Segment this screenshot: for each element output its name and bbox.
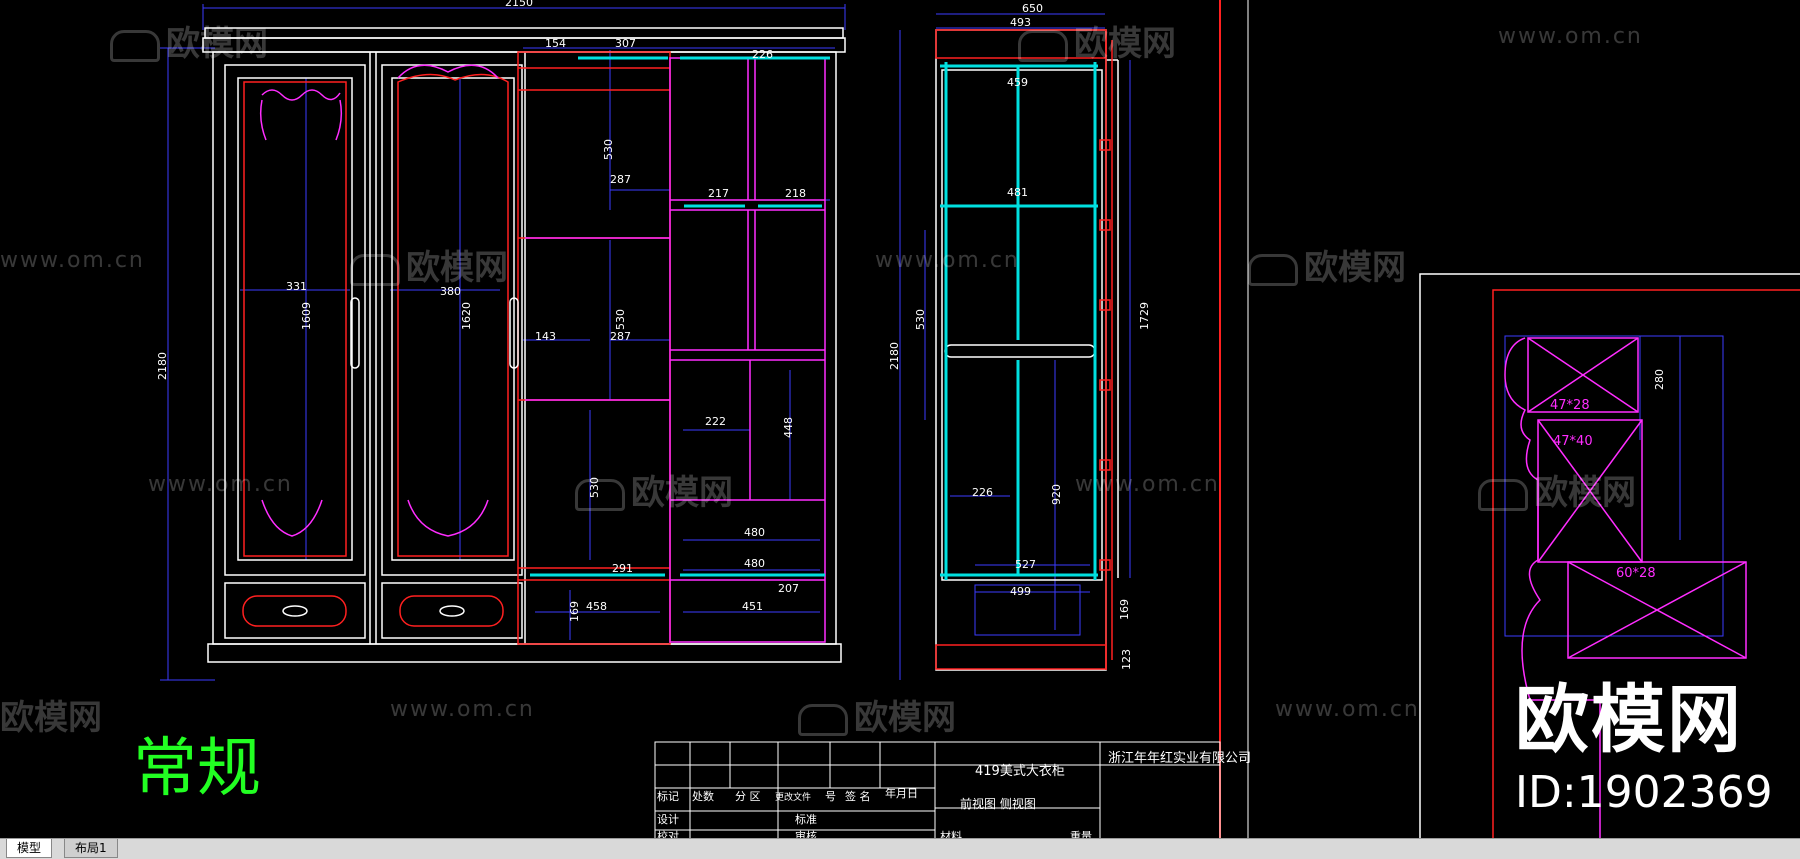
watermark-url: www.om.cn [390, 697, 535, 722]
watermark-url: www.om.cn [0, 248, 145, 273]
watermark-brand: 欧模网 [1248, 240, 1406, 289]
dim-1729: 1729 [1138, 302, 1151, 330]
tb-label-count: 处数 [692, 790, 714, 803]
dim-169b: 169 [1118, 599, 1131, 620]
tb-weight: 重量 [1070, 829, 1092, 838]
dim-530b: 530 [614, 309, 627, 330]
watermark-logo-icon [798, 703, 848, 736]
dim-493: 493 [1010, 16, 1031, 29]
dim-226: 226 [752, 48, 773, 61]
watermark-brand: 欧模网 [575, 465, 733, 514]
watermark-brand: 欧模网 [350, 240, 508, 289]
tb-review: 审核 [795, 829, 817, 838]
dim-280: 280 [1653, 369, 1666, 390]
dim-222: 222 [705, 415, 726, 428]
watermark-logo-icon [1248, 253, 1298, 286]
side-view: 650 493 459 481 226 527 499 2180 530 172… [888, 2, 1151, 680]
dim-123: 123 [1120, 649, 1133, 670]
layout-tab-bar: 模型 布局1 [0, 838, 1800, 859]
tb-views: 前视图 侧视图 [960, 796, 1036, 811]
tb-label-mark: 标记 [657, 789, 679, 803]
section-label-60x28: 60*28 [1616, 566, 1656, 581]
tb-material: 材料 [940, 829, 962, 838]
dim-451: 451 [742, 600, 763, 613]
watermark-brand: 欧模网 [110, 16, 268, 65]
watermark-brand: 欧模网 [798, 690, 956, 739]
dim-530c: 530 [588, 477, 601, 498]
brand-overlay: 欧模网 ID:1902369 [1515, 680, 1773, 820]
dim-217: 217 [708, 187, 729, 200]
tb-label-zone: 分 区 [735, 790, 761, 803]
dim-207: 207 [778, 582, 799, 595]
dim-291: 291 [612, 562, 633, 575]
watermark-url: www.om.cn [148, 472, 293, 497]
cad-drawing-canvas[interactable]: 2150 154 307 226 287 217 218 331 380 143… [0, 0, 1800, 838]
dim-front-total-width: 2150 [505, 0, 533, 9]
watermark-brand: 欧模网 [1018, 16, 1176, 65]
dim-287a: 287 [610, 173, 631, 186]
tb-label-sign: 签 名 [845, 789, 871, 803]
dim-480b: 480 [744, 557, 765, 570]
section-label-47x40: 47*40 [1553, 434, 1593, 449]
watermark-brand: 欧模网 [0, 698, 102, 738]
watermark-logo-icon [575, 478, 625, 511]
title-block: 标记 处数 分 区 更改文件 号 签 名 年月日 设计 标准 校对 审核 材料 … [654, 741, 1251, 838]
brand-name: 欧模网 [1515, 677, 1743, 763]
tb-label-no: 号 [825, 790, 836, 803]
watermark-logo-icon [1478, 478, 1528, 511]
dim-530a: 530 [602, 139, 615, 160]
dim-481: 481 [1007, 186, 1028, 199]
dim-1609: 1609 [300, 302, 313, 330]
detail-view: 47*28 47*40 60*28 280 [1419, 273, 1800, 838]
watermark-url: www.om.cn [1498, 24, 1643, 49]
dim-920: 920 [1050, 484, 1063, 505]
dim-1620: 1620 [460, 302, 473, 330]
watermark-brand: 欧模网 [1478, 465, 1636, 514]
cad-model-space[interactable]: 2150 154 307 226 287 217 218 331 380 143… [0, 0, 1800, 838]
watermark-logo-icon [350, 253, 400, 286]
tb-design: 设计 [657, 813, 679, 826]
dim-458: 458 [586, 600, 607, 613]
dim-307: 307 [615, 37, 636, 50]
brand-id: ID:1902369 [1515, 767, 1773, 818]
dim-530-side: 530 [914, 309, 927, 330]
watermark-url: www.om.cn [1275, 697, 1420, 722]
dim-front-total-height: 2180 [156, 352, 169, 380]
dim-side-width: 650 [1022, 2, 1043, 15]
dim-169a: 169 [568, 601, 581, 622]
dim-287b: 287 [610, 330, 631, 343]
watermark-url: www.om.cn [1075, 472, 1220, 497]
dim-154: 154 [545, 37, 566, 50]
dim-459: 459 [1007, 76, 1028, 89]
dim-218: 218 [785, 187, 806, 200]
front-view: 2150 154 307 226 287 217 218 331 380 143… [156, 0, 846, 681]
dim-448: 448 [782, 417, 795, 438]
tab-model[interactable]: 模型 [6, 839, 53, 858]
tab-layout1[interactable]: 布局1 [64, 839, 118, 858]
dim-527: 527 [1015, 558, 1036, 571]
tb-check: 校对 [657, 829, 679, 838]
tb-product-name: 419美式大衣柜 [975, 763, 1065, 779]
tb-label-change: 更改文件 [775, 791, 811, 803]
dim-480a: 480 [744, 526, 765, 539]
section-label-47x28: 47*28 [1550, 398, 1590, 413]
note-text: 常规 [133, 732, 261, 806]
dim-331: 331 [286, 280, 307, 293]
watermark-url: www.om.cn [875, 248, 1020, 273]
dim-499: 499 [1010, 585, 1031, 598]
dim-380: 380 [440, 285, 461, 298]
tb-label-date: 年月日 [885, 786, 918, 800]
tb-standard: 标准 [795, 812, 817, 826]
dim-143: 143 [535, 330, 556, 343]
tb-company: 浙江年年红实业有限公司 [1108, 750, 1251, 766]
dim-226-side: 226 [972, 486, 993, 499]
watermark-logo-icon [1018, 29, 1068, 62]
watermark-logo-icon [110, 29, 160, 62]
dim-side-height: 2180 [888, 342, 901, 370]
